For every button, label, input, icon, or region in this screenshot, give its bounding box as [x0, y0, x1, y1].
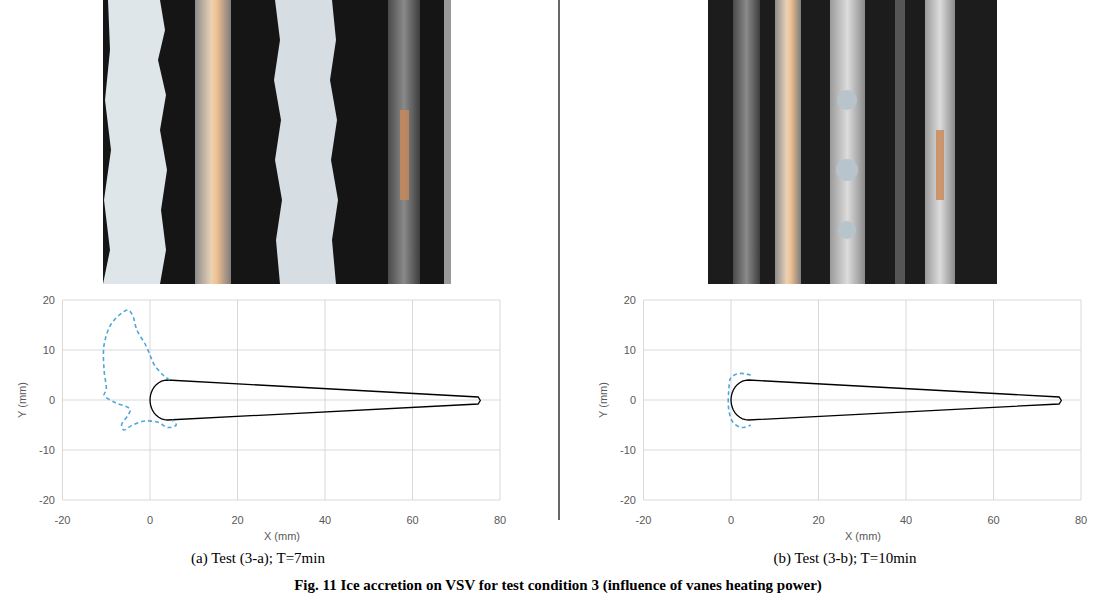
- subfigure-caption: (b) Test (3-b); T=10min: [773, 550, 916, 567]
- ice-contour: [728, 373, 750, 427]
- chart-plot: [644, 300, 1082, 500]
- grid-line: [63, 400, 501, 401]
- vane-rod: [925, 0, 955, 284]
- photo-background: [708, 0, 997, 284]
- grid-line: [644, 300, 1082, 301]
- vane-rod: [444, 0, 451, 284]
- subfigure-caption: (a) Test (3-a); T=7min: [191, 550, 325, 567]
- tick-label: 0: [49, 394, 55, 406]
- ice-contour: [103, 310, 176, 430]
- grid-line: [644, 500, 1082, 501]
- axis-title: Y (mm): [16, 382, 28, 418]
- grid-line: [644, 350, 1082, 351]
- tick-label: 10: [624, 344, 636, 356]
- figure-caption: Fig. 11 Ice accretion on VSV for test co…: [294, 577, 822, 594]
- tick-label: -20: [55, 514, 71, 526]
- tick-label: 60: [987, 514, 999, 526]
- vane-rod: [733, 0, 760, 284]
- axis-title: X (mm): [845, 530, 881, 542]
- tick-label: 0: [630, 394, 636, 406]
- tick-label: 20: [812, 514, 824, 526]
- grid-line: [63, 450, 501, 451]
- axis-title: Y (mm): [597, 382, 609, 418]
- tick-label: -20: [620, 494, 636, 506]
- heater-glow: [936, 130, 944, 200]
- vane-profile: [731, 380, 1061, 420]
- tick-label: 80: [1075, 514, 1087, 526]
- vane-rod: [830, 0, 865, 284]
- photo-right: [708, 0, 997, 284]
- grid-line: [63, 350, 501, 351]
- tick-label: -20: [39, 494, 55, 506]
- vane-rod: [388, 0, 420, 284]
- ice-bead: [838, 221, 856, 239]
- vane-profile: [150, 380, 480, 420]
- tick-label: 10: [43, 344, 55, 356]
- tick-label: 0: [147, 514, 153, 526]
- divider-line: [558, 0, 559, 520]
- tick-label: 40: [319, 514, 331, 526]
- photo-left: [103, 0, 451, 284]
- tick-label: 20: [43, 294, 55, 306]
- ice-layer: [274, 0, 338, 284]
- vane-rod: [895, 0, 905, 284]
- grid-line: [63, 300, 501, 301]
- grid-line: [644, 400, 1082, 401]
- grid-line: [63, 500, 501, 501]
- tick-label: 60: [406, 514, 418, 526]
- grid-line: [644, 450, 1082, 451]
- tick-label: 80: [494, 514, 506, 526]
- chart-plot: [63, 300, 501, 500]
- vane-rod: [775, 0, 801, 284]
- tick-label: -10: [620, 444, 636, 456]
- plots: [63, 300, 1082, 500]
- tick-label: 20: [624, 294, 636, 306]
- ice-bead: [837, 90, 857, 110]
- ice-layer: [103, 0, 167, 284]
- tick-label: -20: [636, 514, 652, 526]
- tick-label: 20: [231, 514, 243, 526]
- heater-glow: [400, 110, 409, 200]
- tick-label: -10: [39, 444, 55, 456]
- vane-rod: [195, 0, 231, 284]
- photo-background: [103, 0, 451, 284]
- tick-label: 0: [728, 514, 734, 526]
- axis-title: X (mm): [264, 530, 300, 542]
- ice-bead: [836, 159, 858, 181]
- tick-label: 40: [900, 514, 912, 526]
